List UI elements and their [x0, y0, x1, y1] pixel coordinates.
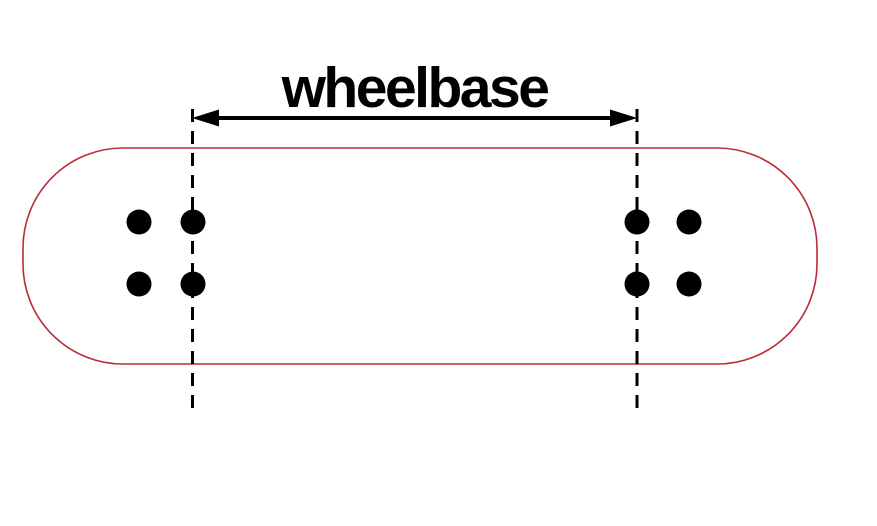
mount-hole-dot: [126, 271, 152, 297]
mount-holes-group: [126, 209, 702, 297]
wheelbase-label: wheelbase: [281, 56, 550, 120]
deck-outline: [22, 147, 818, 365]
wheelbase-arrow: [192, 109, 637, 127]
arrow-left-head-icon: [192, 109, 219, 127]
mount-hole-dot: [180, 209, 206, 235]
arrow-right-head-icon: [610, 109, 637, 127]
mount-hole-dot: [180, 271, 206, 297]
mount-hole-dot: [624, 271, 650, 297]
mount-hole-dot: [126, 209, 152, 235]
mount-hole-dot: [624, 209, 650, 235]
mount-hole-dot: [676, 271, 702, 297]
mount-hole-dot: [676, 209, 702, 235]
